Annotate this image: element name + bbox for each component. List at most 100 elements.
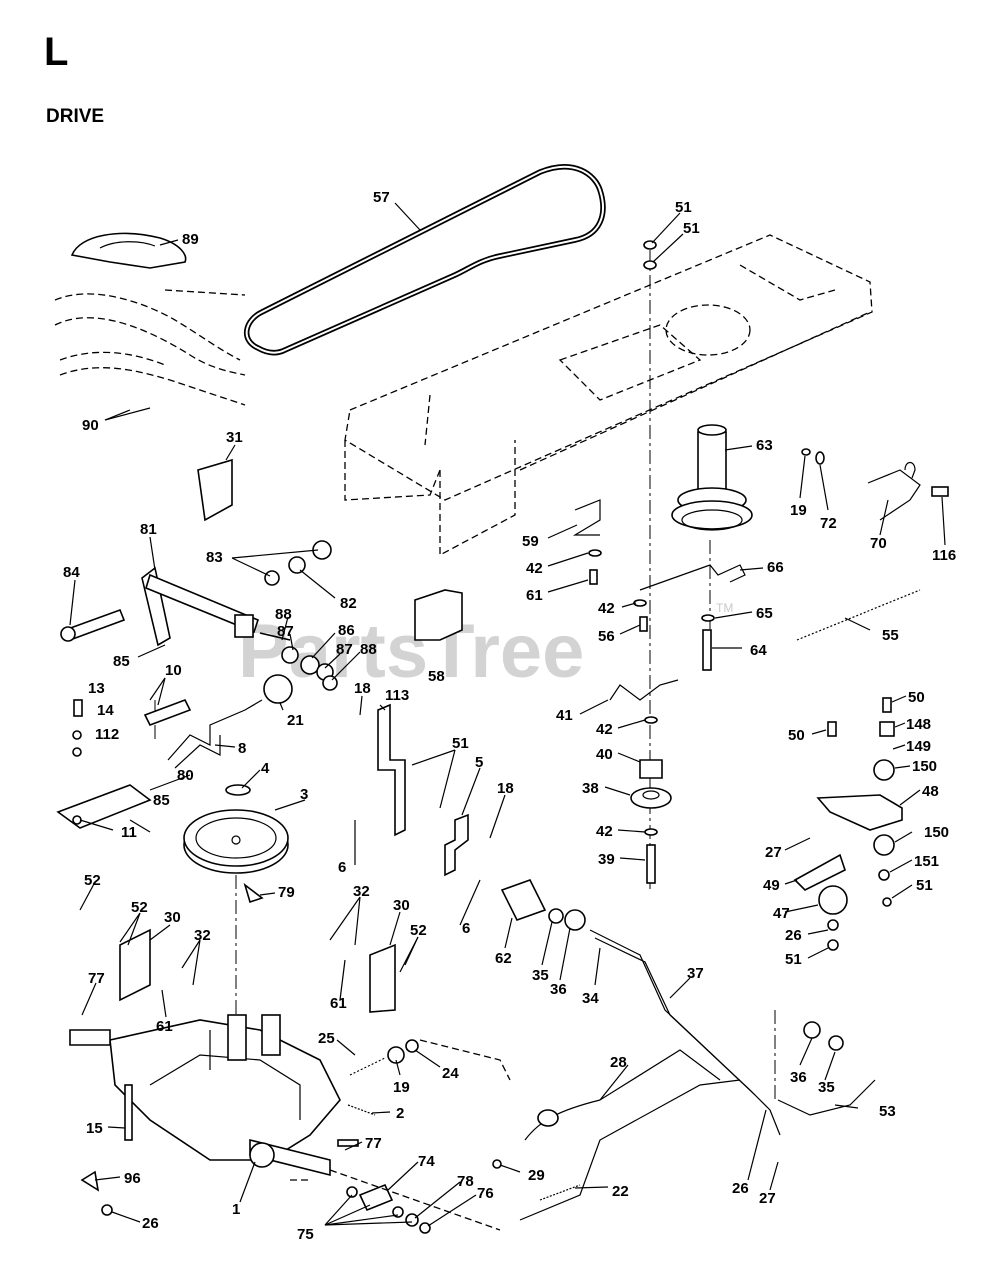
rod-53 [777,1079,876,1116]
callout-30: 30 [393,897,410,914]
callout-47: 47 [773,905,790,922]
callout-52: 52 [410,922,427,939]
section-letter: L [44,30,69,74]
leader-lines [69,202,946,1227]
callout-27: 27 [765,844,782,861]
idler-bracket-59 [572,499,601,536]
transaxle [69,1014,341,1177]
callout-85: 85 [153,792,170,809]
callout-96: 96 [124,1170,141,1187]
callout-5: 5 [475,754,483,771]
pedal-cover [70,232,187,269]
callout-74: 74 [418,1153,435,1170]
callout-48: 48 [922,783,939,800]
callout-61: 61 [330,995,347,1012]
callout-40: 40 [596,746,613,763]
bracket-30-right [369,943,396,1013]
callout-1: 1 [232,1201,240,1218]
bracket-113 [377,703,406,837]
frame-outline [344,234,873,557]
callout-66: 66 [767,559,784,576]
callout-21: 21 [287,712,304,729]
callout-10: 10 [165,662,182,679]
callout-14: 14 [97,702,114,719]
callout-56: 56 [598,628,615,645]
section-title: DRIVE [46,106,105,127]
callout-112: 112 [95,726,119,743]
callout-88: 88 [360,641,377,658]
callout-53: 53 [879,1103,896,1120]
callout-4: 4 [261,760,270,777]
callout-151: 151 [914,853,939,870]
callout-19: 19 [790,502,807,519]
callout-51: 51 [683,220,700,237]
spring-2 [347,1104,376,1116]
callout-35: 35 [532,967,549,984]
callout-19: 19 [393,1079,410,1096]
callout-18: 18 [354,680,371,697]
callout-37: 37 [687,965,704,982]
callout-72: 72 [820,515,837,532]
callout-64: 64 [750,642,767,659]
callout-148: 148 [906,716,931,733]
callout-77: 77 [365,1135,382,1152]
callout-87: 87 [277,623,294,640]
callout-87: 87 [336,641,353,658]
mounting-bracket-70 [867,461,921,521]
callout-labels: 57 51 51 89 90 31 63 19 72 70 116 59 42 … [63,189,956,1243]
spring-25 [349,1057,386,1076]
engine-pulley [671,424,753,531]
bracket-5 [444,813,469,877]
bolt-64 [702,629,712,671]
bracket-58 [414,589,463,641]
callout-58: 58 [428,668,445,685]
callout-79: 79 [278,884,295,901]
callout-39: 39 [598,851,615,868]
callout-88: 88 [275,606,292,623]
callout-50: 50 [788,727,805,744]
guard-plate [197,458,233,522]
callout-42: 42 [596,823,613,840]
callout-84: 84 [63,564,80,581]
callout-59: 59 [522,533,539,550]
rod-28 [524,1049,721,1141]
callout-6: 6 [462,920,470,937]
callout-76: 76 [477,1185,494,1202]
callout-26: 26 [732,1180,749,1197]
callout-24: 24 [442,1065,459,1082]
callout-52: 52 [131,899,148,916]
callout-22: 22 [612,1183,629,1200]
callout-51: 51 [675,199,692,216]
shift-linkage [60,566,291,647]
callout-57: 57 [373,189,390,206]
idler-arm-41 [609,679,679,701]
callout-41: 41 [556,707,573,724]
callout-61: 61 [156,1018,173,1035]
callout-70: 70 [870,535,887,552]
bolt-116 [931,486,949,497]
idler-stack [630,240,672,884]
transaxle-pulley [183,784,289,904]
brake-rod-34 [589,929,781,1136]
rod-22 [519,1079,741,1221]
callout-81: 81 [140,521,157,538]
callout-35: 35 [818,1079,835,1096]
callout-51: 51 [916,877,933,894]
callout-28: 28 [610,1054,627,1071]
shift-plate-80 [56,784,152,829]
callout-75: 75 [297,1226,314,1243]
bracket-30-left [119,928,151,1002]
callout-116: 116 [932,547,956,564]
callout-36: 36 [550,981,567,998]
callout-82: 82 [340,595,357,612]
callout-80: 80 [177,767,194,784]
callout-77: 77 [88,970,105,987]
callout-65: 65 [756,605,773,622]
callout-25: 25 [318,1030,335,1047]
callout-27: 27 [759,1190,776,1207]
callout-31: 31 [226,429,243,446]
callout-83: 83 [206,549,223,566]
bolt-15 [124,1084,133,1141]
callout-18: 18 [497,780,514,797]
callout-149: 149 [906,738,931,755]
